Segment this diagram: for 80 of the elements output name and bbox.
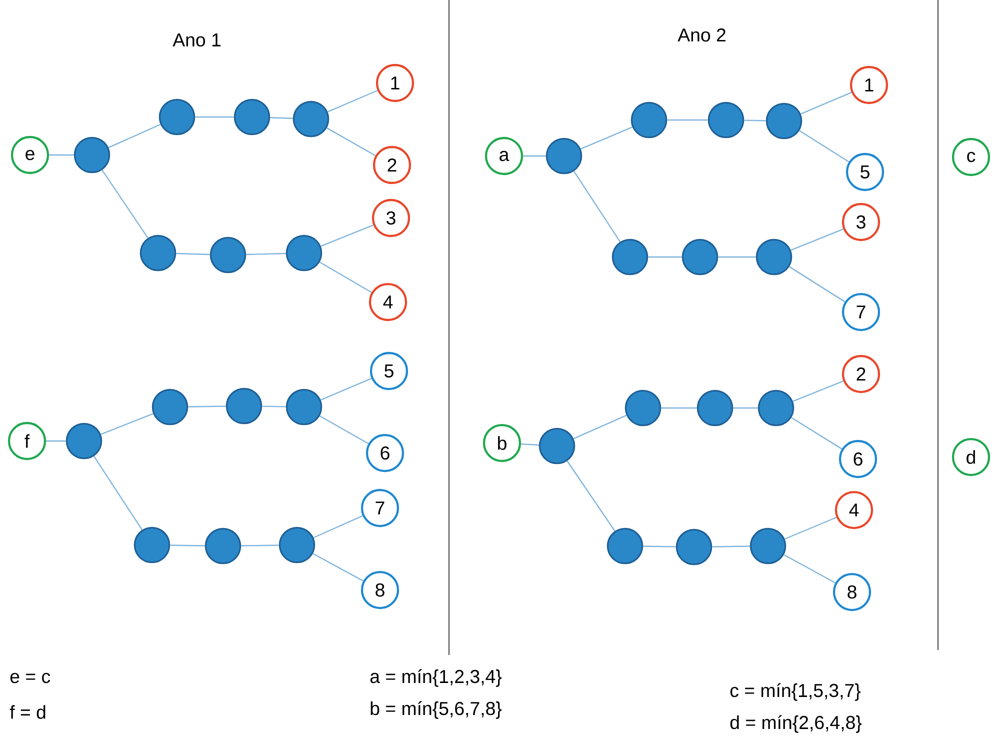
filled-circle: [538, 428, 576, 464]
equation-text: b = mín{5,6,7,8}: [370, 701, 502, 719]
connector-line: [102, 170, 148, 238]
equation-text: c = mín{1,5,3,7}: [730, 683, 861, 701]
connector-line: [521, 443, 539, 446]
connector-line: [93, 456, 143, 530]
connector-line: [100, 413, 154, 435]
filled-circle: [546, 138, 582, 174]
filled-circle: [278, 526, 316, 564]
connector-line: [170, 544, 205, 546]
filled-circle: [286, 388, 322, 426]
connector-line: [789, 266, 846, 302]
filled-circle: [286, 234, 322, 272]
connector-line: [784, 554, 836, 584]
connector-line: [246, 252, 286, 256]
filled-circle: [140, 234, 176, 272]
filled-circle: [234, 98, 270, 136]
connector-line: [718, 256, 756, 258]
filled-circle: [152, 388, 188, 426]
connector-line: [319, 415, 369, 444]
equation-text: d = mín{2,6,4,8}: [730, 715, 862, 733]
connector-line: [49, 154, 74, 156]
filled-circle: [766, 102, 802, 140]
filled-circle: [758, 390, 794, 426]
filled-circle: [134, 526, 170, 564]
connector-line: [319, 262, 372, 293]
filled-circle: [612, 238, 648, 276]
filled-circle: [708, 102, 744, 138]
connector-line: [712, 546, 750, 548]
connector-line: [523, 155, 546, 157]
connector-line: [791, 417, 842, 450]
connector-line: [661, 407, 697, 409]
connector-line: [573, 170, 621, 242]
equation-text: e = c: [10, 672, 50, 684]
connector-line: [327, 90, 378, 112]
connector-line: [667, 119, 708, 121]
connector-line: [312, 553, 364, 582]
equation-text: f = d: [10, 705, 46, 719]
connector-line: [270, 117, 293, 119]
filled-circle: [158, 98, 196, 136]
connector-line: [800, 92, 852, 114]
connector-line: [176, 252, 210, 256]
filled-circle: [292, 100, 330, 138]
filled-circle: [226, 388, 262, 424]
connector-line: [648, 256, 682, 258]
connector-line: [784, 516, 837, 540]
filled-circle: [606, 528, 644, 564]
filled-circle: [682, 238, 718, 276]
filled-circle: [624, 390, 662, 426]
filled-circle: [204, 528, 242, 564]
connector-line: [790, 228, 844, 251]
connector-line: [744, 120, 766, 122]
filled-circle: [750, 528, 786, 564]
connector-line: [326, 127, 376, 156]
connector-line: [46, 440, 66, 442]
connector-line: [799, 130, 850, 162]
connector-line: [792, 380, 844, 402]
connector-line: [195, 116, 234, 118]
connector-line: [643, 546, 676, 548]
filled-circle: [210, 236, 246, 274]
filled-circle: [66, 422, 102, 460]
connector-line: [320, 224, 374, 247]
filled-circle: [756, 238, 792, 276]
connector-line: [733, 407, 758, 409]
connector-line: [188, 406, 226, 408]
filled-circle: [74, 136, 110, 174]
connector-line: [262, 406, 286, 408]
connector-line: [108, 124, 161, 148]
filled-circle: [676, 528, 712, 566]
connector-line: [313, 515, 363, 538]
column-heading: Ano 1: [172, 34, 220, 47]
column-heading: Ano 2: [678, 28, 726, 42]
connector-line: [241, 544, 279, 546]
filled-circle: [630, 102, 668, 138]
connector-line: [573, 414, 627, 440]
connector-line: [566, 460, 616, 532]
filled-circle: [696, 390, 734, 426]
connector-line: [320, 378, 372, 400]
equation-text: a = mín{1,2,3,4}: [370, 669, 502, 687]
connector-line: [580, 126, 633, 150]
